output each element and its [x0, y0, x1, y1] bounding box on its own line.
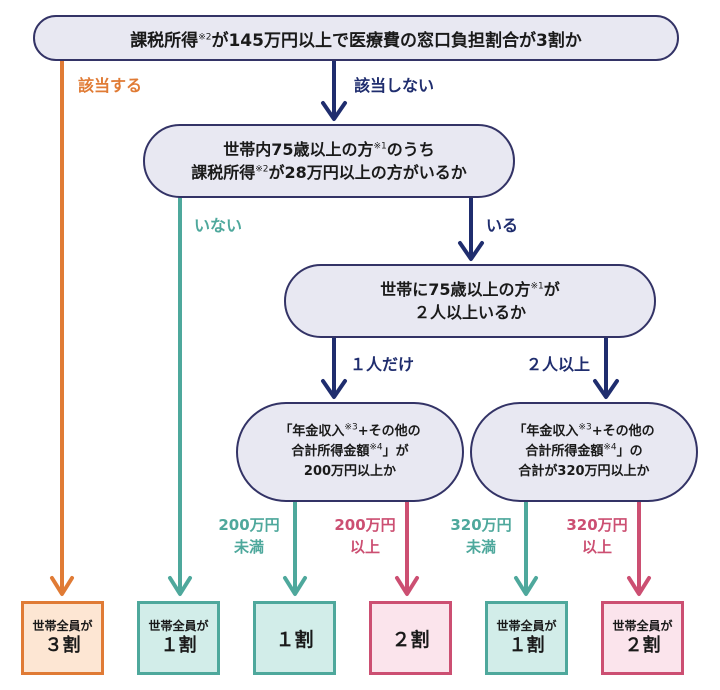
question-income-200: 「年金収入※3+その他の 合計所得金額※4」が 200万円以上か [236, 402, 464, 502]
question-line-2: 課税所得※2が28万円以上の方がいるか [191, 163, 467, 182]
question-line-3: 200万円以上か [303, 464, 397, 479]
result-2wari: ２割 [369, 601, 452, 675]
label-one-only: １人だけ [350, 355, 415, 374]
question-income-320: 「年金収入※3+その他の 合計所得金額※4」の 合計が320万円以上か [470, 402, 698, 502]
question-taxable-income-3wari: 課税所得※2が145万円以上で医療費の窓口負担割合が3割か [33, 15, 679, 61]
label-two-plus: ２人以上 [526, 355, 591, 374]
arrowhead-under320 [514, 576, 538, 596]
label-exists: いる [486, 216, 519, 235]
arrowhead-over320 [627, 576, 651, 596]
question-over75-income28: 世帯内75歳以上の方※1のうち 課税所得※2が28万円以上の方がいるか [143, 124, 515, 198]
arrowhead-not-applies [321, 101, 347, 121]
question-line-2: 合計所得金額※4」の [525, 442, 643, 459]
label-under-320: 320万円未満 [450, 516, 512, 556]
result-1wari: １割 [253, 601, 336, 675]
arrowhead-over200 [395, 576, 419, 596]
label-applies: 該当する [78, 76, 143, 95]
label-not-applies: 該当しない [354, 76, 435, 95]
arrowhead-two-plus [593, 379, 619, 399]
result-all-3wari: 世帯全員が ３割 [21, 601, 104, 675]
question-line-1: 世帯に75歳以上の方※1が [380, 280, 560, 299]
result-all-2wari: 世帯全員が ２割 [601, 601, 684, 675]
result-all-1wari-2: 世帯全員が １割 [485, 601, 568, 675]
arrowhead-exists [458, 241, 484, 261]
arrowhead-applies [50, 576, 74, 596]
question-line-3: 合計が320万円以上か [518, 464, 650, 479]
question-line-2: 合計所得金額※4」が [291, 442, 409, 459]
question-two-or-more-over75: 世帯に75歳以上の方※1が ２人以上いるか [284, 264, 656, 338]
question-line-1: 「年金収入※3+その他の [279, 422, 421, 439]
question-line-1: 世帯内75歳以上の方※1のうち [223, 140, 435, 159]
arrowhead-under200 [283, 576, 307, 596]
label-none: いない [194, 216, 243, 235]
question-text: 課税所得※2が145万円以上で医療費の窓口負担割合が3割か [130, 30, 582, 51]
arrowhead-none [168, 576, 192, 596]
question-line-2: ２人以上いるか [413, 303, 526, 322]
label-over-320: 320万円以上 [566, 516, 628, 556]
label-under-200: 200万円未満 [218, 516, 280, 556]
label-over-200: 200万円以上 [334, 516, 396, 556]
arrowhead-one-only [321, 379, 347, 399]
result-all-1wari: 世帯全員が １割 [137, 601, 220, 675]
question-line-1: 「年金収入※3+その他の [513, 422, 655, 439]
